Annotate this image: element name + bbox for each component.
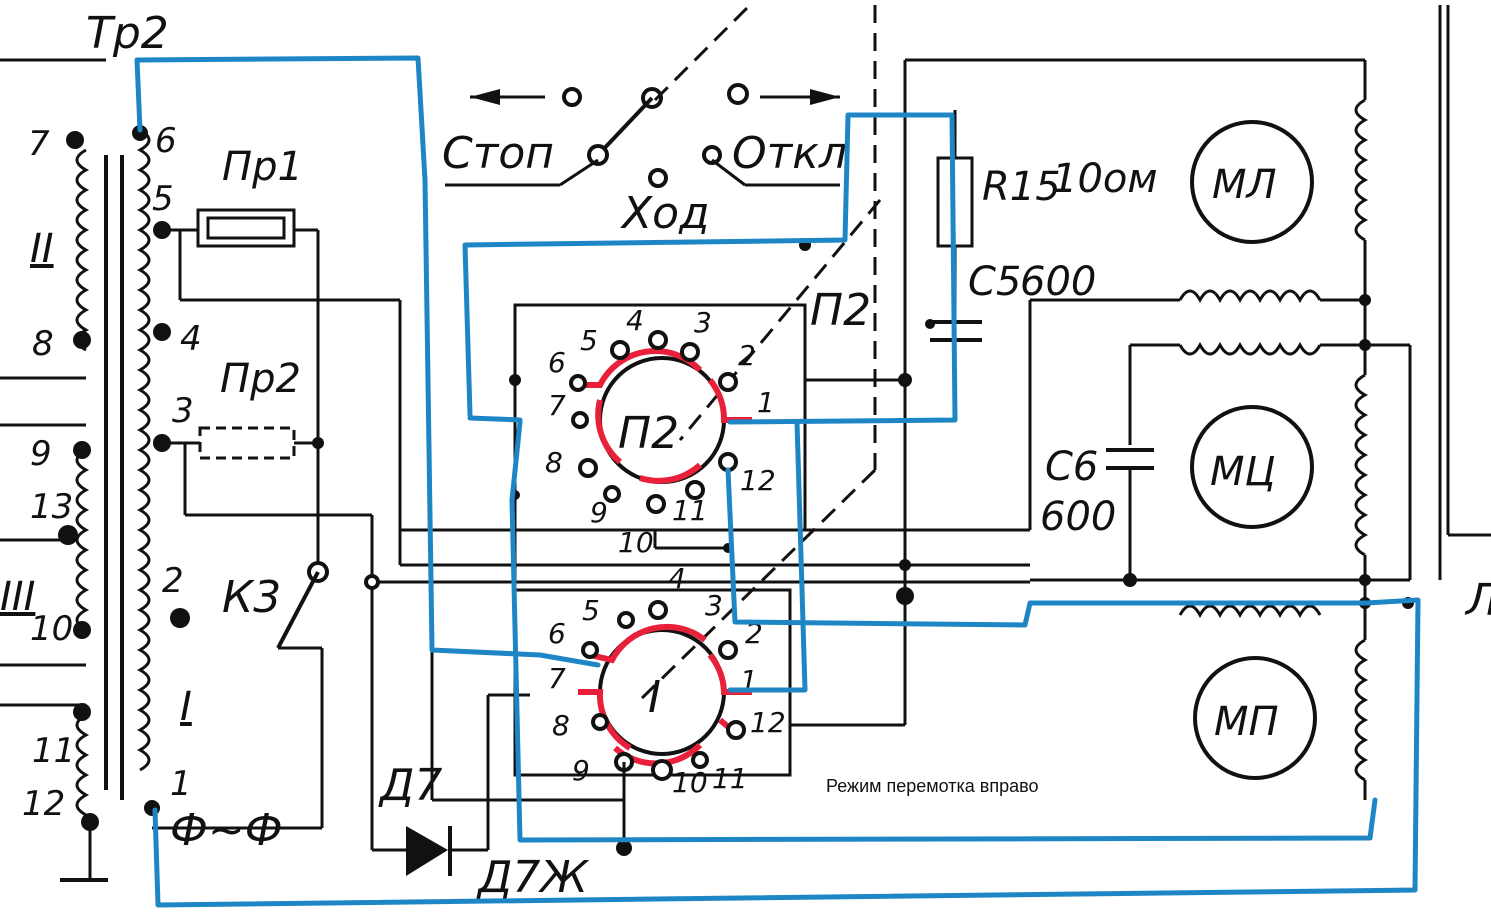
tap-label-9: 9 xyxy=(30,434,52,474)
c6-value: 600 xyxy=(1040,494,1116,540)
stop-label: Стоп xyxy=(442,128,554,179)
lower-pin-10: 10 xyxy=(672,766,708,799)
c6-label: С6 xyxy=(1045,444,1098,490)
lower-pin-6: 6 xyxy=(548,617,566,650)
upper-pin-11: 11 xyxy=(672,494,708,527)
lower-pin-3: 3 xyxy=(705,589,723,622)
r15-label: R15 xyxy=(982,164,1061,210)
motors: МЛ МЦ МП Л xyxy=(1030,5,1491,800)
off-label: Откл xyxy=(732,128,847,179)
fuse1-label: Пр1 xyxy=(222,144,303,190)
upper-pin-1: 1 xyxy=(757,386,775,419)
tap-label-4: 4 xyxy=(180,319,202,359)
switch-p2-label: П2 xyxy=(810,285,871,336)
upper-pin-7: 7 xyxy=(548,389,566,422)
tap-label-5: 5 xyxy=(152,179,174,219)
tap-label-3: 3 xyxy=(172,391,194,431)
motor-left-label: МЛ xyxy=(1212,162,1277,208)
tap-label-10: 10 xyxy=(30,609,73,649)
run-label: Ход xyxy=(620,188,709,239)
lower-wafer-label: I xyxy=(648,672,661,723)
upper-wafer-label: П2 xyxy=(618,408,679,459)
mains-label: Ф~Ф xyxy=(170,805,283,856)
switch-k3-label: К3 xyxy=(222,572,281,623)
tap-label-2: 2 xyxy=(162,561,184,601)
winding-label-I: I xyxy=(180,684,192,730)
motor-right-label: МП xyxy=(1214,699,1279,745)
tap-label-13: 13 xyxy=(30,487,73,527)
fuse-circuit: К3 Пр1 Пр2 Ф~Ф Д7 Д7Ж xyxy=(152,144,1030,903)
lower-pin-8: 8 xyxy=(552,709,570,742)
motor-center-label: МЦ xyxy=(1210,449,1276,495)
lower-pin-7: 7 xyxy=(548,662,566,695)
edge-label: Л xyxy=(1464,575,1491,626)
upper-pin-8: 8 xyxy=(545,446,563,479)
diode-type-label: Д7Ж xyxy=(476,852,589,903)
tap-label-12: 12 xyxy=(22,784,65,824)
upper-pin-2: 2 xyxy=(738,339,756,372)
lower-pin-9: 9 xyxy=(572,754,590,787)
transformer-label: Тр2 xyxy=(86,8,169,59)
upper-pin-4: 4 xyxy=(626,304,644,337)
tap-label-6: 6 xyxy=(155,121,177,161)
tap-label-8: 8 xyxy=(32,324,54,364)
mode-switch: Стоп Откл Ход xyxy=(442,3,847,239)
tap-label-1: 1 xyxy=(170,764,192,804)
winding-label-III: III xyxy=(0,574,35,620)
c5-value: 600 xyxy=(1020,259,1096,305)
lower-pin-4: 4 xyxy=(668,562,686,595)
tap-label-7: 7 xyxy=(28,124,50,164)
fuse2-label: Пр2 xyxy=(220,356,301,402)
lower-pin-11: 11 xyxy=(712,762,748,795)
winding-label-II: II xyxy=(30,226,54,272)
upper-pin-5: 5 xyxy=(580,324,598,357)
current-path xyxy=(134,55,1421,908)
mechanical-link-upper xyxy=(678,199,882,441)
upper-pin-9: 9 xyxy=(590,496,608,529)
r15-value: 10ом xyxy=(1052,156,1158,202)
upper-pin-12: 12 xyxy=(740,464,776,497)
upper-pin-6: 6 xyxy=(548,346,566,379)
upper-pin-3: 3 xyxy=(694,306,712,339)
lower-pin-2: 2 xyxy=(745,617,763,650)
switch-p2-lower-wafer: I 1 2 3 4 5 6 7 8 9 10 11 12 xyxy=(430,374,914,856)
lower-pin-5: 5 xyxy=(582,594,600,627)
rc-network: R15 10ом С5 600 С6 600 xyxy=(400,58,1365,587)
mode-caption: Режим перемотка вправо xyxy=(826,776,1039,796)
c5-label: С5 xyxy=(968,259,1021,305)
lower-pin-12: 12 xyxy=(750,706,786,739)
tap-label-11: 11 xyxy=(32,731,75,771)
